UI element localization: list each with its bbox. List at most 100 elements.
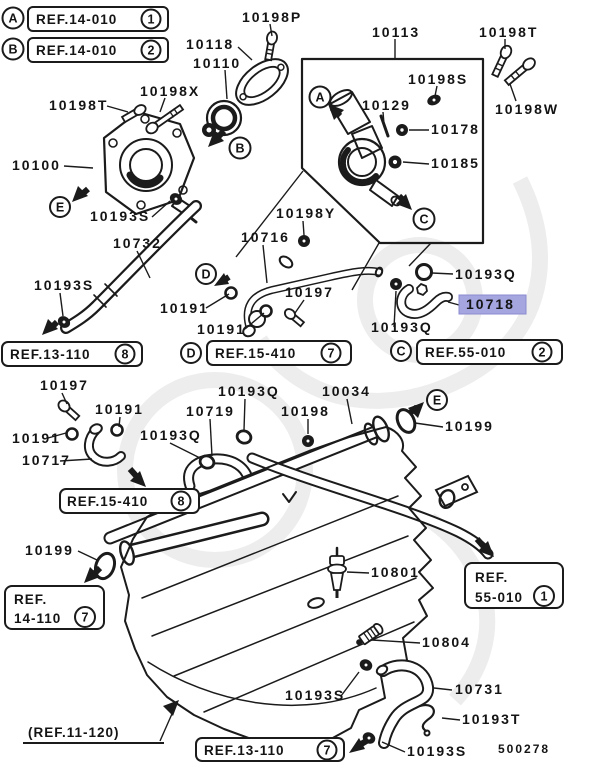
part-label-10199-2[interactable]: 10199: [25, 542, 74, 558]
part-label-10178[interactable]: 10178: [431, 121, 480, 137]
ref-num: 7: [328, 347, 335, 361]
part-label-10193S-2[interactable]: 10193S: [34, 277, 94, 293]
ref-num: 7: [82, 611, 89, 625]
part-label-10191-1[interactable]: 10191: [160, 300, 209, 316]
part-label-10193S-3[interactable]: 10193S: [285, 687, 345, 703]
part-label-10732[interactable]: 10732: [113, 235, 162, 251]
ref-a-top[interactable]: A REF.14-010 1: [1, 6, 169, 32]
part-label-10193Q-4[interactable]: 10193Q: [140, 427, 202, 443]
ref-15-410-7[interactable]: D REF.15-410 7: [180, 340, 352, 366]
part-label-10100[interactable]: 10100: [12, 157, 61, 173]
ref-num: 7: [324, 744, 331, 758]
part-label-10193Q-1[interactable]: 10193Q: [455, 266, 517, 282]
part-label-10193Q-2[interactable]: 10193Q: [371, 319, 433, 335]
part-label-10198Y[interactable]: 10198Y: [276, 205, 336, 221]
bolt-10198P: [264, 30, 278, 62]
ref-text-line2: 55-010: [475, 590, 523, 605]
bolt-10198X: [145, 103, 185, 135]
bolt-10197-b: [57, 399, 81, 422]
part-label-10198W[interactable]: 10198W: [495, 101, 559, 117]
arrow-ref55-010-1: [474, 537, 494, 557]
part-label-10193S-4[interactable]: 10193S: [407, 743, 467, 759]
highlight-box: [458, 294, 527, 315]
ref-callouts: A REF.14-010 1 B REF.14-010 2 REF.13-110…: [1, 6, 564, 762]
ref-14-110-7[interactable]: REF. 14-110 7: [4, 585, 105, 630]
callout-E1: E: [49, 196, 71, 218]
part-label-10193T[interactable]: 10193T: [462, 711, 521, 727]
ref-13-110-8[interactable]: REF.13-110 8: [1, 341, 143, 367]
ref-num: 1: [541, 590, 548, 604]
svg-text:B: B: [235, 142, 244, 156]
part-label-10198S[interactable]: 10198S: [408, 71, 468, 87]
ref-text: REF.13-110: [204, 743, 285, 758]
arrow-to-C1: [396, 193, 412, 210]
arrow-to-E1: [72, 186, 90, 202]
part-label-10801[interactable]: 10801: [371, 564, 420, 580]
ref-text: REF.13-110: [10, 347, 91, 362]
arrow-to-E2: [408, 402, 424, 418]
nut-10185-art: [388, 155, 402, 169]
part-label-10118[interactable]: 10118: [186, 36, 234, 52]
oring-10199-left: [93, 551, 117, 581]
hose-10732: [60, 200, 202, 334]
bolt-10198T-left: [120, 104, 147, 124]
ref-15-410-8[interactable]: REF.15-410 8: [59, 488, 200, 514]
part-label-10199-1[interactable]: 10199: [445, 418, 494, 434]
arrow-to-A: [328, 104, 344, 120]
part-label-10197-2[interactable]: 10197: [40, 377, 89, 393]
part-label-10198P[interactable]: 10198P: [242, 9, 302, 25]
part-label-10716[interactable]: 10716: [241, 229, 290, 245]
part-label-10718-highlighted[interactable]: 10718: [458, 294, 527, 315]
nut-10178-art: [396, 124, 408, 136]
arrow-ref14-110-7: [84, 565, 103, 583]
nut-10198Y-art: [298, 235, 310, 247]
part-label-10129[interactable]: 10129: [362, 97, 411, 113]
ref-11-120[interactable]: (REF.11-120): [23, 725, 164, 744]
part-labels: 10198P 10118 10198T 10110 10198S 10198X …: [12, 9, 559, 759]
part-label-10804[interactable]: 10804: [422, 634, 471, 650]
circled-letters: A B C D E E: [49, 85, 448, 411]
part-label-10197-1[interactable]: 10197: [285, 284, 334, 300]
plug-10193Q-center: [390, 278, 402, 290]
callout-B2: B: [228, 136, 252, 160]
gasket-art: [235, 58, 289, 106]
part-label-10198T-l[interactable]: 10198T: [49, 97, 108, 113]
part-label-10113[interactable]: 10113: [372, 24, 420, 40]
part-label-10191-2[interactable]: 10191: [197, 321, 246, 337]
part-label-10110[interactable]: 10110: [193, 55, 241, 71]
oring-10191-d: [65, 427, 79, 441]
bolt-10198W: [503, 57, 536, 87]
part-label-10034[interactable]: 10034: [322, 383, 371, 399]
part-label-10731[interactable]: 10731: [455, 681, 504, 697]
part-label-10717[interactable]: 10717: [22, 452, 71, 468]
clip-10193T-art: [418, 704, 435, 737]
hose-10718: [396, 282, 453, 319]
ref-text: (REF.11-120): [28, 725, 120, 740]
clamp-10193S-c: [359, 659, 373, 671]
arrow-ref11-120: [163, 700, 179, 716]
part-label-10193S-1[interactable]: 10193S: [90, 208, 150, 224]
part-label-10198T-r[interactable]: 10198T: [479, 24, 538, 40]
part-label-10198[interactable]: 10198: [281, 403, 330, 419]
part-label-10191-3[interactable]: 10191: [95, 401, 144, 417]
clamp-10193Q-e: [198, 454, 216, 470]
callout-letter: B: [8, 43, 17, 57]
arrow-hose10732-end: [42, 319, 60, 335]
oring-10191-c: [110, 423, 124, 437]
ref-b-top[interactable]: B REF.14-010 2: [1, 37, 169, 63]
part-label-10185[interactable]: 10185: [431, 155, 480, 171]
part-label-10719[interactable]: 10719: [186, 403, 235, 419]
ref-13-110-7[interactable]: REF.13-110 7: [195, 737, 345, 762]
ref-55-010-2[interactable]: C REF.55-010 2: [390, 339, 563, 365]
part-label-10198X[interactable]: 10198X: [140, 83, 200, 99]
diagram-code: 500278: [498, 742, 550, 756]
callout-A2: A: [308, 85, 332, 109]
ref-55-010-1[interactable]: REF. 55-010 1: [464, 562, 564, 609]
oring-10191-a: [224, 286, 238, 300]
part-label-10193Q-3[interactable]: 10193Q: [218, 383, 280, 399]
arrow-to-B: [208, 128, 227, 147]
part-label-10191-4[interactable]: 10191: [12, 430, 61, 446]
callout-letter: A: [8, 12, 17, 26]
svg-text:D: D: [201, 268, 210, 282]
